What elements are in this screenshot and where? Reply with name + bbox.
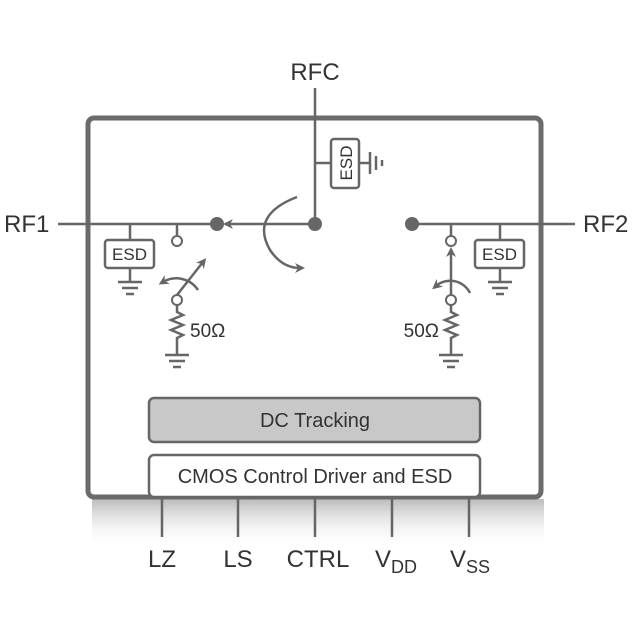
ground-icon: [488, 268, 512, 296]
svg-text:LZ: LZ: [148, 546, 176, 573]
esd-left: ESD: [103, 238, 156, 270]
pin-ctrl: CTRL: [287, 497, 350, 573]
pin-vdd: VDD: [375, 497, 417, 577]
svg-text:VSS: VSS: [450, 546, 490, 577]
dc-tracking-label: DC Tracking: [260, 410, 370, 432]
pin-lz: LZ: [148, 497, 176, 573]
cmos-driver-label: CMOS Control Driver and ESD: [178, 466, 453, 488]
pin-label: LZ: [148, 546, 176, 573]
pin-label: LS: [223, 546, 252, 573]
shunt-right-contact: [445, 235, 457, 247]
ground-icon: [439, 353, 463, 369]
svg-text:LS: LS: [223, 546, 252, 573]
dc-tracking-block: DC Tracking: [147, 396, 482, 444]
rf1-label: RF1: [4, 211, 49, 238]
shunt-right-pivot: [445, 294, 457, 306]
chip-shadow: [92, 499, 544, 549]
pin-ls: LS: [223, 497, 253, 573]
pin-subscript: DD: [391, 557, 417, 577]
rotate-arrow-icon: [158, 275, 200, 291]
pin-label: CTRL: [287, 546, 350, 573]
shunt-left-pivot: [171, 294, 183, 306]
pin-label: V: [450, 546, 466, 573]
ground-icon: [359, 152, 384, 174]
pin-label: V: [375, 546, 391, 573]
pin-subscript: SS: [466, 557, 490, 577]
esd-top: ESD: [329, 137, 361, 190]
rfc-label: RFC: [290, 59, 339, 86]
svg-text:CTRL: CTRL: [287, 546, 350, 573]
rf2-label: RF2: [583, 211, 628, 238]
switch-rotation-arrow-icon: [262, 195, 305, 273]
cmos-driver-block: CMOS Control Driver and ESD: [147, 453, 482, 499]
pin-vss: VSS: [450, 497, 490, 577]
rotate-arrow-icon: [432, 278, 472, 294]
esd-left-label: ESD: [112, 245, 147, 264]
ground-icon: [118, 268, 142, 296]
resistor-left-label: 50Ω: [190, 321, 225, 342]
rf1-node: [210, 217, 224, 231]
esd-right: ESD: [473, 238, 526, 270]
ground-icon: [165, 353, 189, 369]
shunt-left-contact: [171, 235, 183, 247]
shunt-left-arm: [176, 258, 207, 296]
esd-right-label: ESD: [482, 245, 517, 264]
esd-top-label: ESD: [337, 146, 356, 181]
resistor-right: [441, 305, 461, 355]
resistor-right-label: 50Ω: [404, 321, 439, 342]
svg-text:VDD: VDD: [375, 546, 417, 577]
resistor-left: [167, 305, 187, 355]
